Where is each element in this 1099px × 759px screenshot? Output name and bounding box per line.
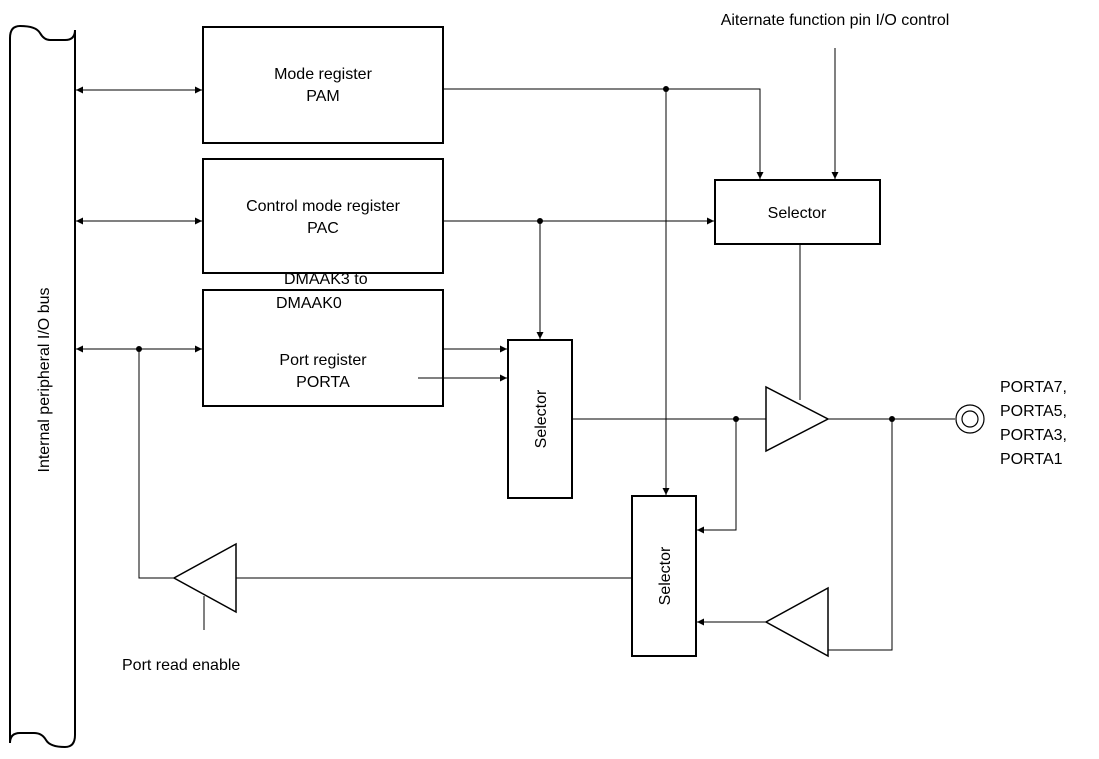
pam-output-wires bbox=[443, 86, 764, 495]
pac-output-wires bbox=[443, 217, 714, 339]
port-read-enable-label: Port read enable bbox=[122, 657, 240, 674]
selector-middle-label: Selector bbox=[533, 389, 550, 448]
dmaak-signal: DMAAK3 to DMAAK0 bbox=[276, 271, 507, 382]
pin-label-porta3: PORTA3, bbox=[1000, 427, 1067, 444]
dmaak-label-line2: DMAAK0 bbox=[276, 295, 342, 312]
selector-middle: Selector bbox=[507, 339, 573, 499]
mode-register-name: PAM bbox=[306, 88, 339, 105]
pin-terminal-icon bbox=[955, 404, 985, 434]
alt-function-label: Aiternate function pin I/O control bbox=[721, 12, 950, 29]
mode-register-label: Mode register bbox=[274, 66, 372, 83]
port-register-label: Port register bbox=[279, 352, 367, 369]
input-buffer-icon bbox=[764, 586, 829, 658]
internal-peripheral-bus: Internal peripheral I/O bus bbox=[9, 24, 76, 749]
selector-to-buffer-wires bbox=[572, 416, 766, 534]
pin-labels: PORTA7, PORTA5, PORTA3, PORTA1 bbox=[1000, 379, 1067, 468]
output-pin-wires bbox=[828, 416, 955, 651]
port-register-name: PORTA bbox=[296, 374, 350, 391]
bus-label: Internal peripheral I/O bus bbox=[36, 288, 53, 473]
pin-label-porta1: PORTA1 bbox=[1000, 451, 1063, 468]
read-buffer-icon bbox=[172, 542, 237, 614]
selector-top-label: Selector bbox=[768, 205, 827, 222]
pin-label-porta7: PORTA7, bbox=[1000, 379, 1067, 396]
control-mode-register-name: PAC bbox=[307, 220, 339, 237]
control-mode-register-pac: Control mode register PAC bbox=[202, 158, 444, 274]
pin-label-porta5: PORTA5, bbox=[1000, 403, 1067, 420]
output-buffer-icon bbox=[765, 385, 830, 453]
port-register-porta: Port register PORTA bbox=[202, 289, 444, 407]
selector-top: Selector bbox=[714, 179, 881, 245]
read-path-wires bbox=[136, 346, 632, 630]
mode-register-pam: Mode register PAM bbox=[202, 26, 444, 144]
dmaak-label-line1: DMAAK3 to bbox=[284, 271, 368, 288]
selector-bottom-label: Selector bbox=[657, 546, 674, 605]
control-mode-register-label: Control mode register bbox=[246, 198, 401, 215]
selector-bottom: Selector bbox=[631, 495, 697, 657]
